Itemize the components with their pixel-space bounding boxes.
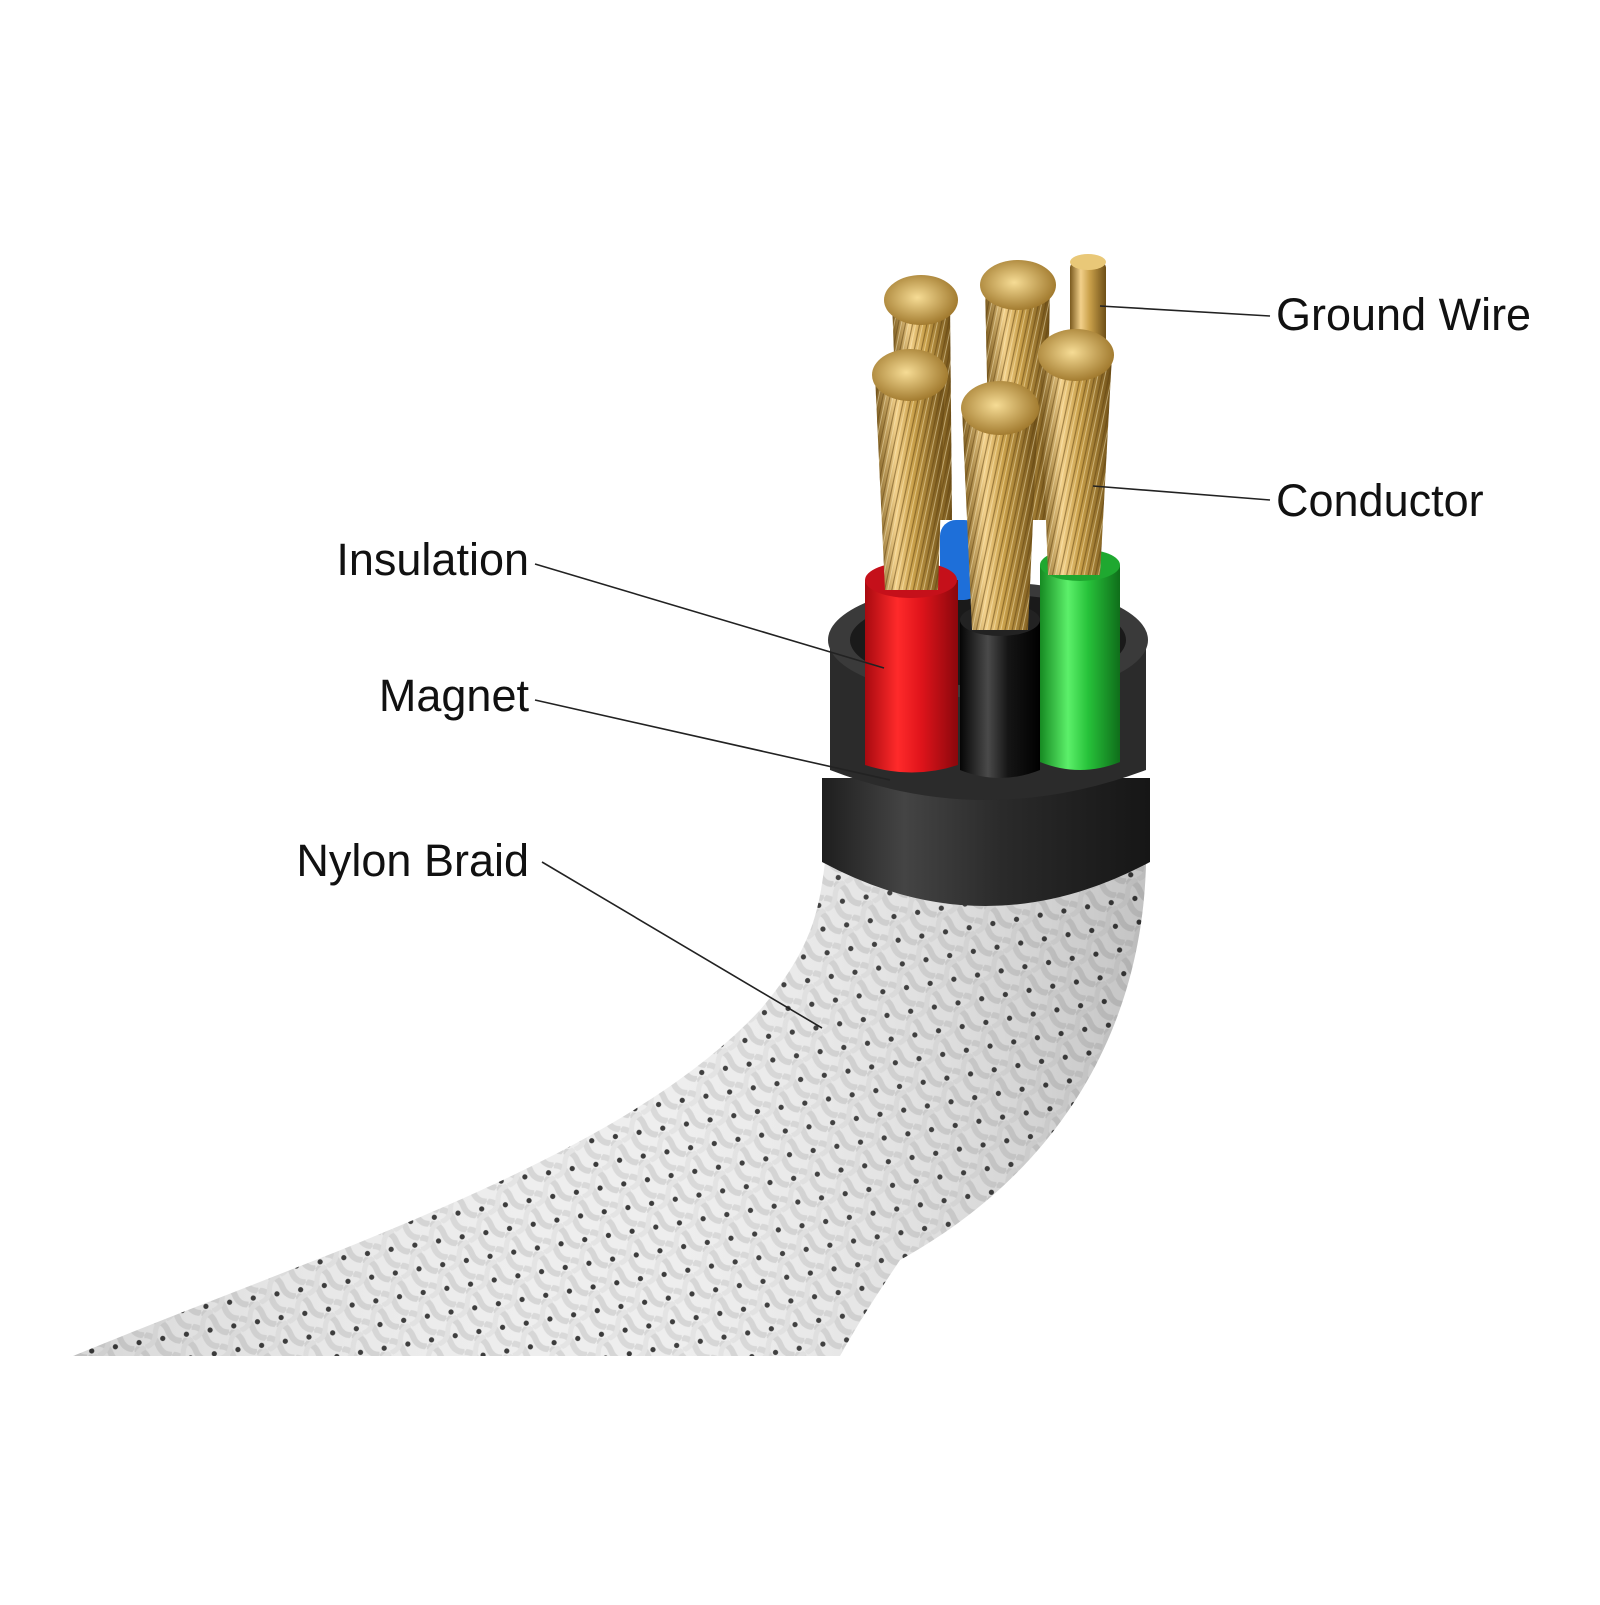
label-insulation: Insulation: [336, 534, 529, 585]
green-insulated-wire: [1038, 329, 1120, 770]
leader-insulation: [534, 563, 885, 669]
leader-nylon-braid: [541, 861, 823, 1029]
red-insulated-wire: [865, 349, 958, 773]
nylon-braid-sleeve: [73, 838, 1147, 1356]
leader-lines: [534, 305, 1271, 1029]
label-ground-wire: Ground Wire: [1276, 289, 1532, 340]
black-insulated-wire: [960, 381, 1040, 778]
leader-conductor: [1092, 485, 1271, 501]
leader-ground-wire: [1099, 305, 1271, 317]
label-conductor: Conductor: [1276, 475, 1484, 526]
label-magnet: Magnet: [378, 670, 529, 721]
label-nylon-braid: Nylon Braid: [296, 835, 529, 886]
leader-magnet: [534, 699, 891, 781]
